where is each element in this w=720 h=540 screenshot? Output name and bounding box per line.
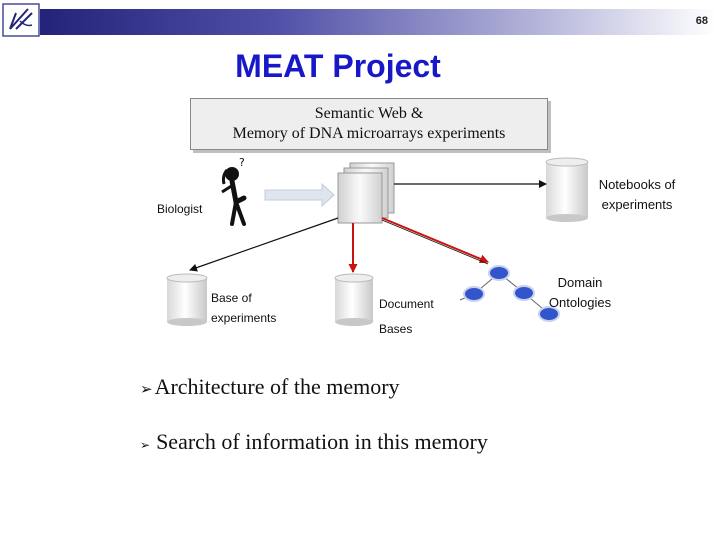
arrow-bullet-icon: ➢ [140, 380, 153, 398]
arrow-bullet-icon: ➢ [140, 438, 151, 452]
bullet-architecture: ➢Architecture of the memory [140, 374, 400, 400]
semantic-web-box: Semantic Web & Memory of DNA microarrays… [190, 98, 548, 150]
ontologies-label: Ontologies [548, 295, 612, 310]
svg-text:?: ? [239, 156, 245, 169]
notebooks-label: Notebooks of experiments [594, 175, 680, 215]
domain-ontologies-label: Domain Ontologies [540, 273, 620, 313]
bullet-architecture-text: Architecture of the memory [154, 374, 400, 399]
semantic-box-line2: Memory of DNA microarrays experiments [232, 125, 506, 142]
bullet-search: ➢ Search of information in this memory [140, 429, 488, 455]
base-experiments-cylinder-icon [166, 273, 208, 326]
document-label: Document [379, 297, 434, 311]
page-number: 68 [695, 15, 708, 27]
base-label-line2: experiments [211, 311, 277, 325]
notebooks-label-line2: experiments [601, 197, 673, 212]
header-bar [40, 9, 716, 35]
gray-arrow [264, 182, 335, 208]
notebooks-cylinder-icon [545, 157, 589, 222]
base-experiments-label: Base of experiments [211, 288, 276, 328]
biologist-figure-icon: ? [221, 156, 247, 226]
semantic-box-line1: Semantic Web & [314, 105, 424, 122]
base-label-line1: Base of [211, 291, 252, 305]
bases-label: Bases [379, 322, 413, 336]
slide-title: MEAT Project [235, 48, 441, 84]
ontology-network-icon [459, 265, 560, 322]
bullet-search-text: Search of information in this memory [156, 429, 488, 454]
document-bases-cylinder-icon [334, 273, 374, 326]
biologist-label: Biologist [157, 202, 203, 216]
document-stack-icon [337, 162, 395, 224]
domain-label: Domain [557, 275, 603, 290]
notebooks-label-line1: Notebooks of [598, 177, 676, 192]
logo-icon [2, 3, 40, 37]
